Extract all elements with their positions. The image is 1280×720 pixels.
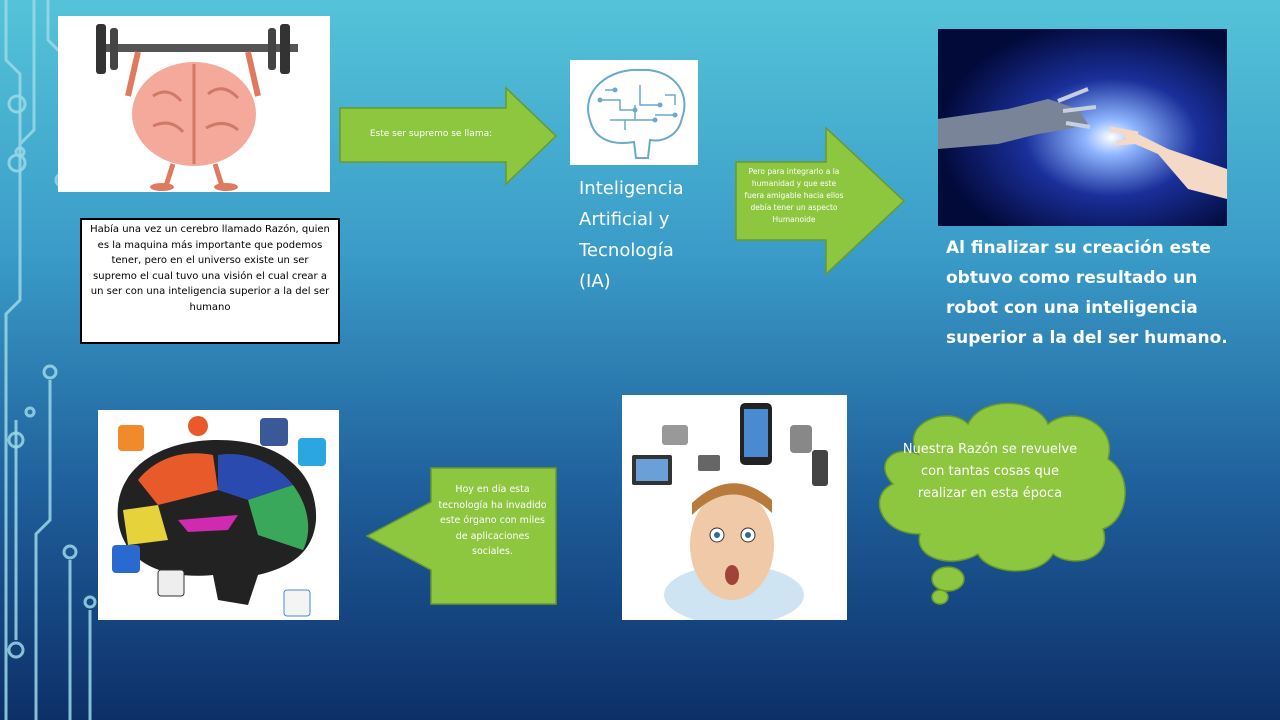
arrow-right-2: Pero para integrarlo a la humanidad y qu…	[734, 126, 906, 276]
result-text: Al finalizar su creación este obtuvo com…	[946, 238, 1228, 348]
brain-social-image	[98, 410, 339, 620]
story-text: Había una vez un cerebro llamado Razón, …	[90, 224, 330, 313]
arrow1-label: Este ser supremo se llama:	[369, 129, 493, 139]
thought-cloud-icon	[878, 402, 1126, 605]
arrow-right-icon	[735, 126, 906, 276]
story-text-box: Había una vez un cerebro llamado Razón, …	[80, 218, 340, 344]
ia-title: Inteligencia Artificial y Tecnología (IA…	[579, 178, 684, 292]
robot-human-hand-icon	[938, 29, 1227, 226]
man-with-gadgets-icon	[622, 395, 847, 620]
circuit-decoration	[4, 0, 97, 720]
man-gadgets-image	[622, 395, 847, 620]
cloud-text: Nuestra Razón se revuelve con tantas cos…	[902, 442, 1078, 501]
arrow-right-1: Este ser supremo se llama:	[338, 86, 558, 186]
arrow-left-icon	[365, 467, 557, 605]
arrow3-label: Hoy en día esta tecnología ha invadido e…	[438, 484, 547, 557]
brain-circuit-icon	[570, 60, 698, 165]
brain-weightlifting-icon	[58, 16, 330, 192]
robot-human-hand-image	[938, 29, 1227, 226]
brain-weightlifting-image	[58, 16, 330, 192]
circuit-brain-image	[570, 60, 698, 165]
arrow2-label: Pero para integrarlo a la humanidad y qu…	[744, 167, 844, 224]
arrow-right-icon	[339, 86, 558, 186]
arrow-left-3: Hoy en día esta tecnología ha invadido e…	[365, 466, 558, 606]
brain-social-apps-icon	[98, 410, 339, 620]
